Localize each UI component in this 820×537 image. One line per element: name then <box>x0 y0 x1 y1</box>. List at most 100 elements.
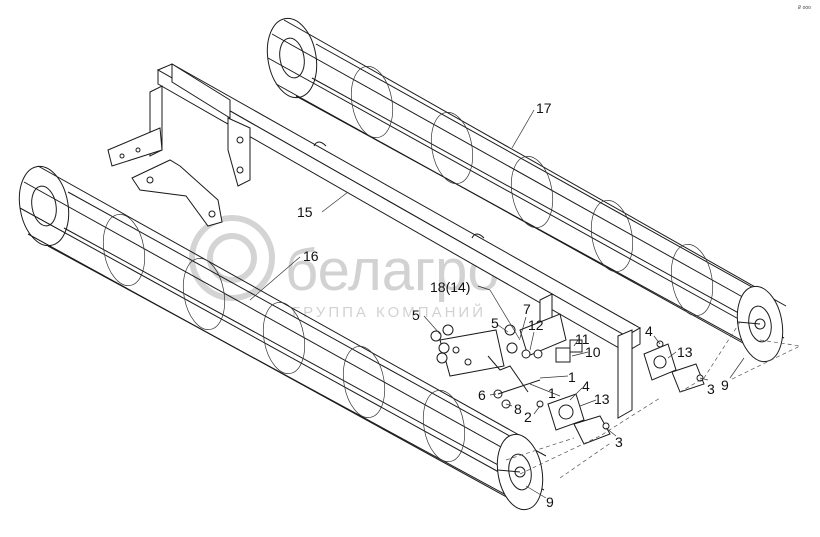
rear-roller-hub-left <box>279 37 305 79</box>
bushing <box>555 347 571 363</box>
leader-3a <box>699 377 709 381</box>
callout-12: 12 <box>528 317 544 333</box>
watermark-logo-inner <box>207 233 257 283</box>
callout-6: 6 <box>478 387 486 403</box>
u-bolt <box>471 233 485 239</box>
callouts: 17 15 16 18(14) 5 5 7 12 11 10 4 13 3 9 … <box>297 100 729 510</box>
leader-5b <box>497 324 509 333</box>
callout-7: 7 <box>523 301 531 317</box>
callout-1a: 1 <box>568 369 576 385</box>
bracket-hole <box>236 166 244 174</box>
leader-5a <box>423 315 441 335</box>
bearing-housing <box>547 393 585 431</box>
callout-13b: 13 <box>594 391 610 407</box>
leader-9b <box>525 485 547 499</box>
leader-13b <box>579 399 597 407</box>
front-roller-bar <box>63 227 545 491</box>
rear-roller-ring <box>350 66 394 138</box>
nut <box>504 324 516 336</box>
watermark-logo-ring <box>189 215 275 301</box>
mount-hole <box>119 153 125 159</box>
projection-lines <box>505 321 802 479</box>
callout-3b: 3 <box>615 434 623 450</box>
rear-roller-ring <box>590 200 634 272</box>
link-hole <box>208 210 216 218</box>
front-roller-ring <box>262 302 306 374</box>
grease-nipple <box>536 400 544 408</box>
front-roller-axle-stub <box>497 469 521 473</box>
bolt <box>602 422 610 430</box>
callout-9a: 9 <box>721 377 729 393</box>
right-bracket <box>671 363 705 393</box>
left-link-bracket <box>131 159 223 227</box>
bearing-right <box>653 355 667 369</box>
leader-15 <box>321 191 349 213</box>
spring-link <box>487 355 529 393</box>
bearing-housing-right <box>643 343 677 381</box>
corner-mark: ₽ ooo <box>798 5 811 11</box>
leader-2 <box>533 405 541 415</box>
projection-line <box>679 321 741 393</box>
bracket-hole <box>236 136 244 144</box>
rear-roller-ring <box>430 112 474 184</box>
callout-8: 8 <box>514 401 522 417</box>
front-roller-end-left <box>18 165 70 247</box>
leader-8 <box>505 403 513 407</box>
callout-17: 17 <box>536 100 552 116</box>
front-roller-bar <box>67 191 547 457</box>
top-arm <box>171 63 231 119</box>
leader-16 <box>249 256 301 301</box>
leader-1b <box>529 383 561 397</box>
front-roller-bar <box>23 181 511 453</box>
rear-roller-bar <box>271 33 749 301</box>
bolt-shank <box>497 379 541 395</box>
nut <box>436 352 448 364</box>
hanger-bracket <box>227 117 251 187</box>
mid-plate <box>519 313 567 357</box>
callout-9b: 9 <box>546 494 554 510</box>
rear-roller-axle-stub <box>737 321 761 325</box>
washer <box>533 349 543 359</box>
leader-18b <box>489 289 521 341</box>
leader-3b <box>605 427 617 437</box>
nut <box>430 330 442 342</box>
callout-11: 11 <box>575 331 590 347</box>
leader-6 <box>489 393 497 396</box>
bushing <box>569 339 583 353</box>
leader-12 <box>529 331 535 351</box>
rear-roller-end-left <box>266 17 318 99</box>
callout-15: 15 <box>297 204 313 220</box>
callout-5a: 5 <box>412 307 420 323</box>
u-bolt <box>313 141 327 147</box>
plate-hole <box>452 346 460 354</box>
callout-4b: 4 <box>582 378 590 394</box>
callout-18: 18(14) <box>430 279 470 295</box>
lower-bracket <box>573 415 611 445</box>
mount-hole <box>135 147 141 153</box>
rear-roller-ring <box>510 156 554 228</box>
leader-7 <box>519 316 527 339</box>
leader-9a <box>729 357 745 379</box>
front-roller-ring <box>102 214 146 286</box>
projection-line <box>729 339 802 381</box>
frame-beam <box>107 63 642 419</box>
rear-roller-bar <box>295 95 771 357</box>
rear-roller <box>266 17 787 363</box>
callout-2: 2 <box>524 409 532 425</box>
nut <box>442 324 454 336</box>
leader-4a <box>653 335 661 345</box>
rear-roller-bar <box>311 77 785 339</box>
leader-1a <box>539 375 569 379</box>
watermark: белагро ГРУППА КОМПАНИЙ <box>189 215 500 321</box>
watermark-tagline: ГРУППА КОМПАНИЙ <box>292 303 486 321</box>
front-roller <box>18 165 547 511</box>
leader-lines <box>249 109 745 499</box>
callout-5b: 5 <box>491 315 499 331</box>
leader-13a <box>667 351 677 359</box>
rear-roller-hub-right <box>748 305 772 343</box>
callout-10: 10 <box>585 344 601 360</box>
hardware <box>430 324 705 445</box>
front-roller-ring <box>342 346 386 418</box>
leader-17 <box>511 109 535 149</box>
link-hole <box>146 176 154 184</box>
